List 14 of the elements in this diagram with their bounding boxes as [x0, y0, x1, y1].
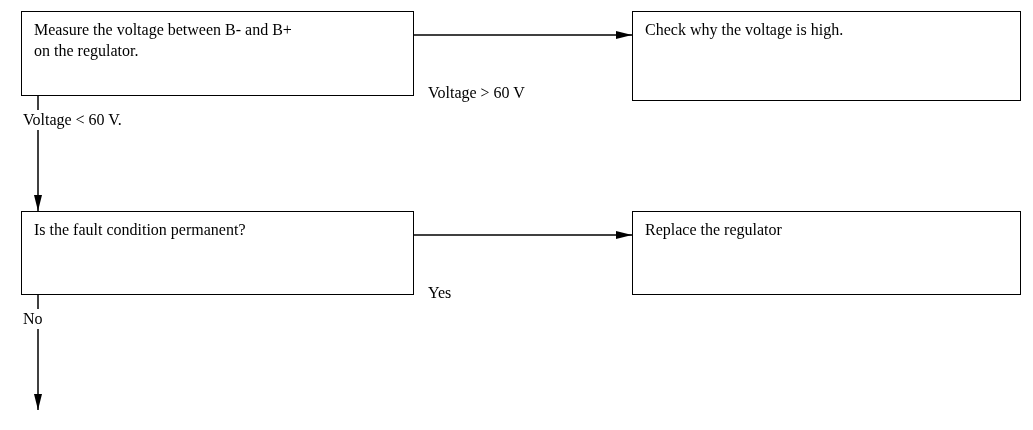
- arrow: [34, 294, 42, 411]
- edge-label: No: [21, 309, 45, 329]
- node-text: Measure the voltage between B- and B+ on the regulator.: [34, 20, 293, 62]
- step-box: [21, 11, 414, 96]
- arrow: [413, 31, 633, 39]
- node-text: Is the fault condition permanent?: [34, 220, 247, 241]
- step-box: [21, 211, 414, 295]
- node-text: Check why the voltage is high.: [645, 20, 845, 41]
- action-box: [632, 211, 1021, 295]
- node-text: Replace the regulator: [645, 220, 783, 241]
- edge-label: Voltage < 60 V.: [21, 110, 124, 130]
- arrow: [413, 231, 633, 239]
- action-box: [632, 11, 1021, 101]
- edge-label: Voltage > 60 V: [426, 83, 527, 103]
